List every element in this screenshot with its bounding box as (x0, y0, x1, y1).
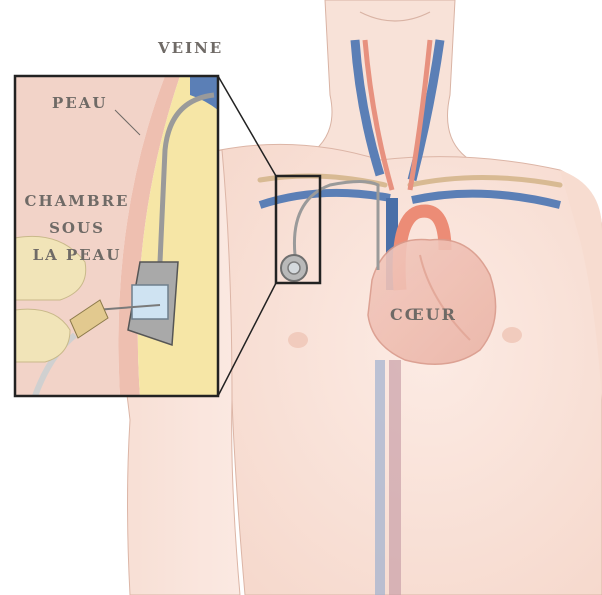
inset-port-reservoir (132, 285, 168, 319)
label-veine: VEINE (158, 41, 223, 56)
heart (368, 239, 496, 364)
label-chambre-line1: CHAMBRE (18, 188, 136, 215)
nipple-left (288, 332, 308, 348)
label-peau: PEAU (52, 96, 107, 111)
neck (300, 0, 470, 160)
label-chambre-line2: SOUS (18, 215, 136, 242)
label-chambre-line3: LA PEAU (18, 242, 136, 269)
nipple-right (502, 327, 522, 343)
port-septum (288, 262, 300, 274)
label-coeur: CŒUR (390, 307, 457, 323)
label-chambre-sous-la-peau: CHAMBRE SOUS LA PEAU (18, 188, 136, 269)
